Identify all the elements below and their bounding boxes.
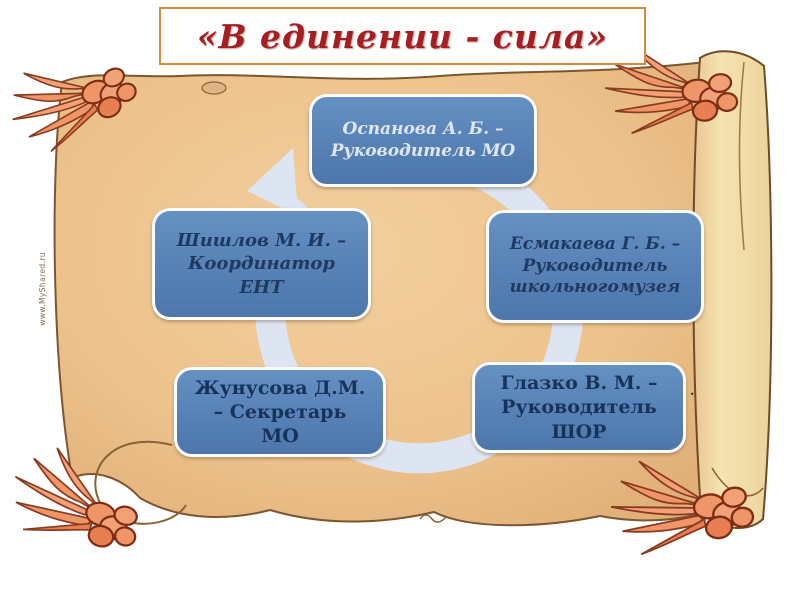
cycle-node-label: Оспанова А. Б. – Руководитель МО [330, 118, 516, 161]
cycle-node-bottom-right: Глазко В. М. – Руководитель ШОР [472, 362, 686, 453]
stray-period: . [690, 384, 695, 399]
cycle-node-label: Жунусова Д.М. – Секретарь МО [194, 376, 366, 448]
cycle-node-label: Глазко В. М. – Руководитель ШОР [500, 372, 658, 443]
parchment-roll-edge [692, 50, 773, 530]
cycle-arrowhead-icon [247, 148, 298, 216]
cycle-node-left: Шишлов М. И. – Координатор ЕНТ [152, 208, 371, 320]
slide-title: «В единении - сила» [197, 16, 608, 56]
title-box: «В единении - сила» [159, 7, 646, 65]
cycle-node-bottom-left: Жунусова Д.М. – Секретарь МО [174, 367, 386, 457]
cycle-node-label: Есмакаева Г. Б. – Руководитель школьного… [509, 233, 681, 298]
cycle-node-label: Шишлов М. И. – Координатор ЕНТ [176, 230, 347, 298]
watermark: www.MyShared.ru [38, 252, 47, 326]
cycle-node-right: Есмакаева Г. Б. – Руководитель школьного… [486, 210, 704, 323]
cycle-node-top: Оспанова А. Б. – Руководитель МО [309, 94, 537, 187]
